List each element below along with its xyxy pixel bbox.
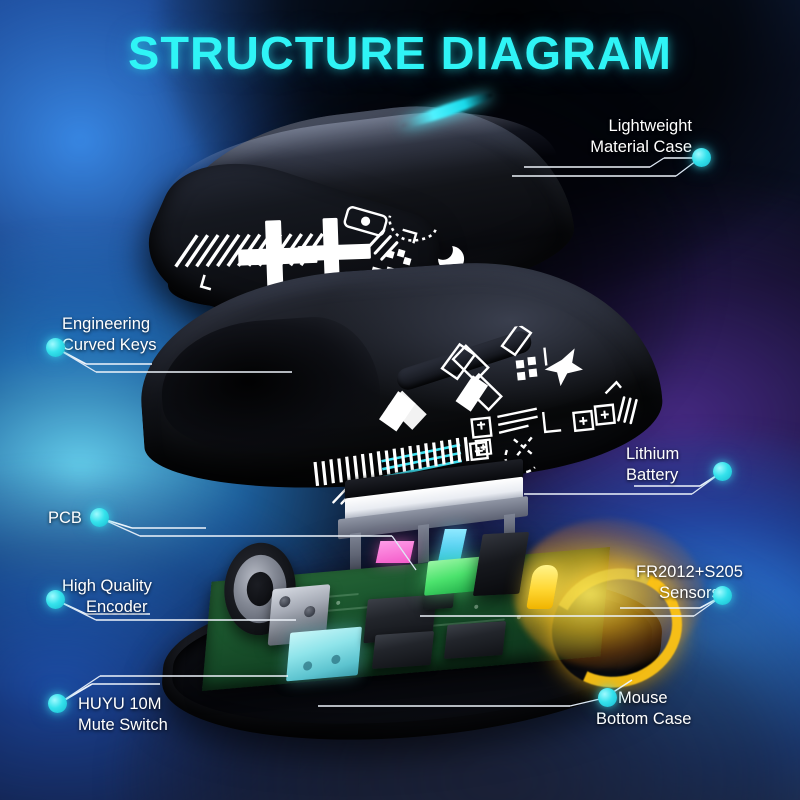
- marker-dot-lithium-battery[interactable]: [713, 462, 732, 481]
- label-line-2: Mute Switch: [78, 716, 168, 734]
- marker-dot-pcb[interactable]: [90, 508, 109, 527]
- label-line-1: Mouse: [618, 689, 668, 707]
- label-mouse-bottom-case: Mouse Bottom Case: [596, 688, 691, 730]
- label-line-1: Engineering: [62, 315, 151, 333]
- label-line-2: Battery: [626, 466, 679, 484]
- marker-dot-lightweight-material-case[interactable]: [692, 148, 711, 167]
- marker-dot-high-quality-encoder[interactable]: [46, 590, 65, 609]
- label-fr2012-s205-sensors: FR2012+S205 Sensors: [636, 562, 743, 604]
- label-line-1: HUYU 10M: [78, 695, 162, 713]
- label-line-2: Encoder: [86, 598, 148, 616]
- label-line-1: FR2012+S205: [636, 563, 743, 581]
- label-line-1: PCB: [48, 509, 82, 527]
- label-lithium-battery: Lithium Battery: [626, 444, 679, 486]
- label-line-2: Bottom Case: [596, 710, 692, 728]
- marker-dot-huyu-mute-switch[interactable]: [48, 694, 67, 713]
- label-line-1: Lithium: [626, 445, 680, 463]
- label-high-quality-encoder: High Quality Encoder: [62, 576, 152, 618]
- label-line-2: Curved Keys: [62, 336, 157, 354]
- label-line-2: Sensors: [659, 584, 720, 602]
- label-line-1: High Quality: [62, 577, 152, 595]
- label-line-1: Lightweight: [608, 117, 692, 135]
- label-pcb: PCB: [48, 508, 82, 529]
- marker-dot-fr2012-s205-sensors[interactable]: [713, 586, 732, 605]
- label-lightweight-material-case: Lightweight Material Case: [590, 116, 692, 158]
- label-engineering-curved-keys: Engineering Curved Keys: [62, 314, 156, 356]
- page-title: STRUCTURE DIAGRAM: [128, 27, 672, 79]
- marker-dot-mouse-bottom-case[interactable]: [598, 688, 617, 707]
- label-huyu-mute-switch: HUYU 10M Mute Switch: [78, 694, 168, 736]
- label-line-2: Material Case: [590, 138, 692, 156]
- marker-dot-engineering-curved-keys[interactable]: [46, 338, 65, 357]
